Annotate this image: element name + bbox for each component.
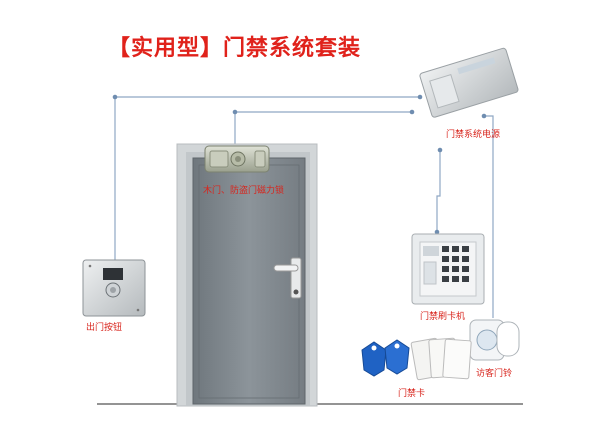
wire-doorbell — [484, 115, 494, 318]
exit-button-plate — [82, 259, 146, 317]
label-card-reader: 门禁刷卡机 — [420, 312, 466, 322]
label-power-supply: 门禁系统电源 — [446, 130, 501, 140]
doorbell-device — [469, 319, 520, 361]
wire-reader — [436, 148, 441, 232]
door — [176, 143, 318, 407]
label-door-lock: 木门、防盗门磁力锁 — [203, 186, 285, 196]
wire-lock — [234, 111, 412, 145]
magnetic-lock — [204, 145, 270, 173]
label-exit-button: 出门按钮 — [86, 323, 123, 333]
access-cards — [410, 337, 472, 381]
page-title: 【实用型】门禁系统套装 — [108, 36, 362, 61]
label-cards: 门禁卡 — [398, 389, 426, 399]
power-supply-box — [419, 47, 519, 118]
wire-nodes — [112, 94, 487, 235]
rfid-key-fobs — [361, 339, 410, 377]
card-reader-keypad — [411, 233, 485, 305]
label-doorbell: 访客门铃 — [476, 369, 513, 379]
